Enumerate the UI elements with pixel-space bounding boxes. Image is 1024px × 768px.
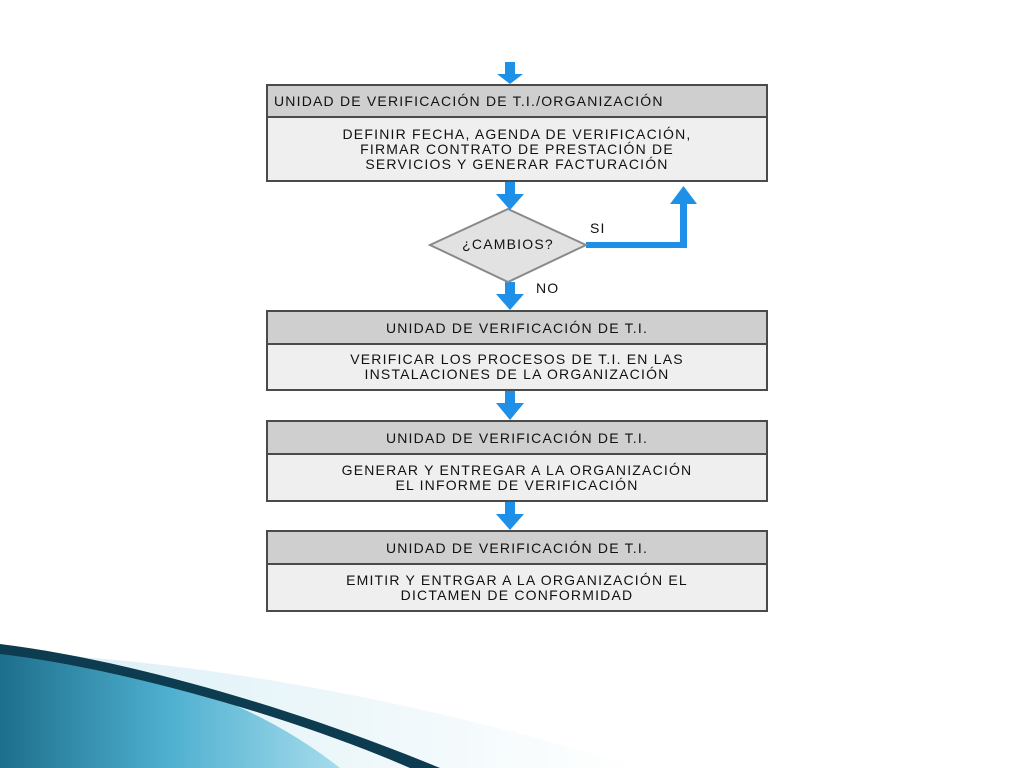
- decision-diamond: [427, 207, 589, 284]
- connector-box3-box4: [505, 502, 515, 516]
- process-box-4-body: EMITIR Y ENTRGAR A LA ORGANIZACIÓN EL DI…: [346, 571, 688, 603]
- arrowhead-box1-decision: [496, 194, 524, 210]
- process-box-3: UNIDAD DE VERIFICACIÓN DE T.I. GENERAR Y…: [266, 420, 768, 502]
- connector-top: [505, 62, 515, 76]
- connector-yes-vertical: [680, 200, 687, 248]
- process-box-2-header: UNIDAD DE VERIFICACIÓN DE T.I.: [268, 312, 766, 345]
- arrowhead-yes: [670, 186, 697, 204]
- arrowhead-box2-box3: [496, 403, 524, 420]
- process-box-3-header: UNIDAD DE VERIFICACIÓN DE T.I.: [268, 422, 766, 455]
- bottom-swoosh-dark: [0, 644, 440, 768]
- connector-yes-horizontal: [586, 242, 686, 248]
- process-box-2: UNIDAD DE VERIFICACIÓN DE T.I. VERIFICAR…: [266, 310, 768, 391]
- connector-box2-box3: [505, 391, 515, 405]
- process-box-2-body: VERIFICAR LOS PROCESOS DE T.I. EN LAS IN…: [350, 351, 684, 382]
- process-box-4: UNIDAD DE VERIFICACIÓN DE T.I. EMITIR Y …: [266, 530, 768, 612]
- no-label: NO: [536, 280, 560, 296]
- process-box-3-body: GENERAR Y ENTREGAR A LA ORGANIZACIÓN EL …: [341, 461, 693, 493]
- process-box-4-header: UNIDAD DE VERIFICACIÓN DE T.I.: [268, 532, 766, 565]
- process-box-1-header: UNIDAD DE VERIFICACIÓN DE T.I./ORGANIZAC…: [268, 86, 766, 118]
- bottom-swoosh-blue: [0, 648, 340, 768]
- connector-box1-decision: [505, 182, 515, 196]
- arrowhead-box3-box4: [496, 514, 524, 530]
- decision-text: ¿CAMBIOS?: [462, 236, 554, 252]
- yes-label: SI: [590, 220, 606, 236]
- process-box-1-body: DEFINIR FECHA, AGENDA DE VERIFICACIÓN, F…: [342, 125, 692, 172]
- process-box-1: UNIDAD DE VERIFICACIÓN DE T.I./ORGANIZAC…: [266, 84, 768, 182]
- connector-decision-box2: [505, 282, 515, 296]
- arrowhead-decision-box2: [496, 294, 524, 310]
- arrowhead-top: [497, 74, 523, 84]
